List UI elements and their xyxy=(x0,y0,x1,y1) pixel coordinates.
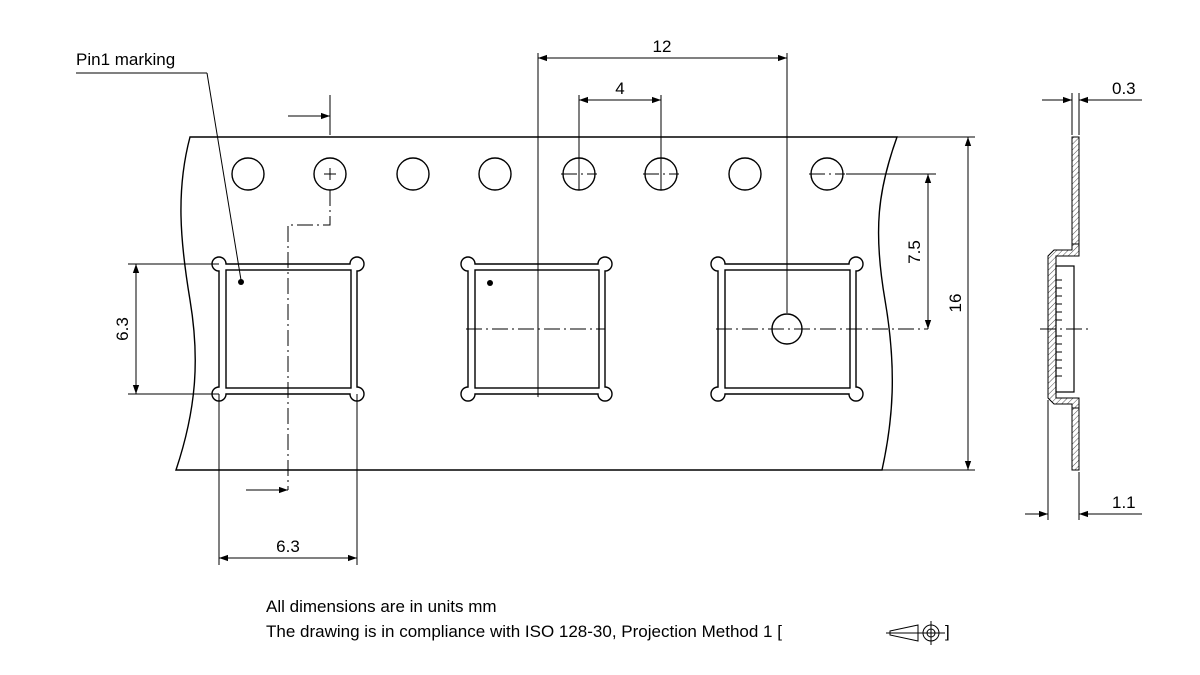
projection-method-symbol-icon xyxy=(886,621,945,645)
dim-pocket-height: 6.3 xyxy=(113,317,132,341)
dim-pitch-4: 4 xyxy=(615,79,624,98)
dim-pocket-width: 6.3 xyxy=(276,537,300,556)
pin1-marking-label: Pin1 marking xyxy=(76,50,175,69)
pin1-dot xyxy=(487,280,493,286)
dim-depth-1-1: 1.1 xyxy=(1112,493,1136,512)
side-section-view xyxy=(1040,136,1090,471)
sprocket-hole xyxy=(478,157,512,191)
pocket-2 xyxy=(460,256,613,402)
note-iso-compliance: The drawing is in compliance with ISO 12… xyxy=(266,622,782,641)
dim-width-16: 16 xyxy=(946,294,965,313)
dim-thickness-0-3: 0.3 xyxy=(1112,79,1136,98)
carrier-tape-outline xyxy=(175,136,898,471)
sprocket-hole xyxy=(728,157,762,191)
sprocket-hole xyxy=(396,157,430,191)
pocket-3 xyxy=(710,256,928,402)
dim-offset-7-5: 7.5 xyxy=(905,240,924,264)
sprocket-hole xyxy=(231,157,265,191)
dim-pitch-12: 12 xyxy=(653,37,672,56)
pin1-dot xyxy=(238,279,244,285)
note-units: All dimensions are in units mm xyxy=(266,597,497,616)
note-iso-bracket-close: ] xyxy=(945,622,950,641)
